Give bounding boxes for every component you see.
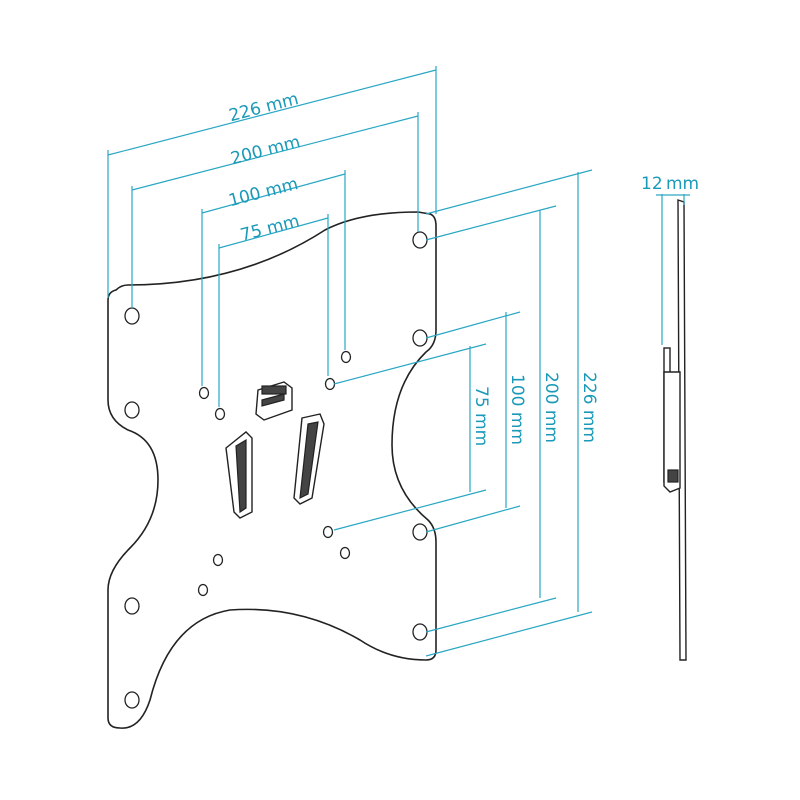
hole-200-top-right [412,329,428,347]
side-plate-profile [677,199,687,661]
label-75-horizontal: 75 mm [238,211,301,245]
clip-slot [261,393,285,407]
ext-line-75-bottom [333,489,487,531]
plate-holes [124,231,428,709]
hole-226-top-right [412,231,428,249]
dim-line-100-horizontal [201,173,346,214]
ext-line-75-top [333,343,487,385]
dim-line-75-horizontal [218,217,329,249]
hole-left-mid-upper [124,401,140,419]
hole-226-top-left [124,307,140,325]
label-12-unit: mm [666,174,699,194]
label-100-vertical: 100 mm [507,374,527,445]
ext-line-226-bottom [425,611,593,657]
locking-clip [255,381,293,421]
ext-line-100-top [425,311,521,339]
ext-line-226-top [425,169,593,215]
dim-line-226-horizontal [107,69,437,156]
label-226-horizontal: 226 mm [227,89,301,126]
hole-100-top-right [340,350,352,364]
label-100-horizontal: 100 mm [227,174,301,211]
hole-75-top-right [324,377,336,391]
hole-100-bottom-left [197,583,209,597]
mounting-plate-side-view: 12 mm [641,174,699,661]
label-200-horizontal: 200 mm [229,132,303,169]
label-200-vertical: 200 mm [541,372,561,443]
hole-75-bottom-left [212,553,224,567]
plate-outline [107,211,437,729]
hole-100-bottom-right [339,546,351,560]
left-slot-shadow [235,438,247,514]
right-slot-shadow [299,421,319,500]
ext-line-200-top [425,205,557,241]
label-75-vertical: 75 mm [471,386,491,446]
vertical-dimensions: 226 mm 200 mm 100 mm 75 mm [333,169,599,657]
ext-line-200-bottom [425,597,557,633]
ext-line-100-bottom [425,505,521,533]
hole-200-bottom-right [412,523,428,541]
dim-line-200-horizontal [131,115,419,191]
hole-226-bottom-left [124,691,140,709]
hole-75-bottom-right [322,525,334,539]
clip-top [261,385,287,395]
label-12-value: 12 [641,174,663,194]
mounting-plate-front-view [107,211,437,729]
hole-226-bottom-right [412,623,428,641]
hole-left-mid-lower [124,597,140,615]
label-226-vertical: 226 mm [579,372,599,443]
bracket-slots [225,413,325,519]
hole-75-top-left [214,407,226,421]
side-clip [667,469,679,483]
side-bracket-hook [663,371,681,493]
hole-100-top-left [198,386,210,400]
